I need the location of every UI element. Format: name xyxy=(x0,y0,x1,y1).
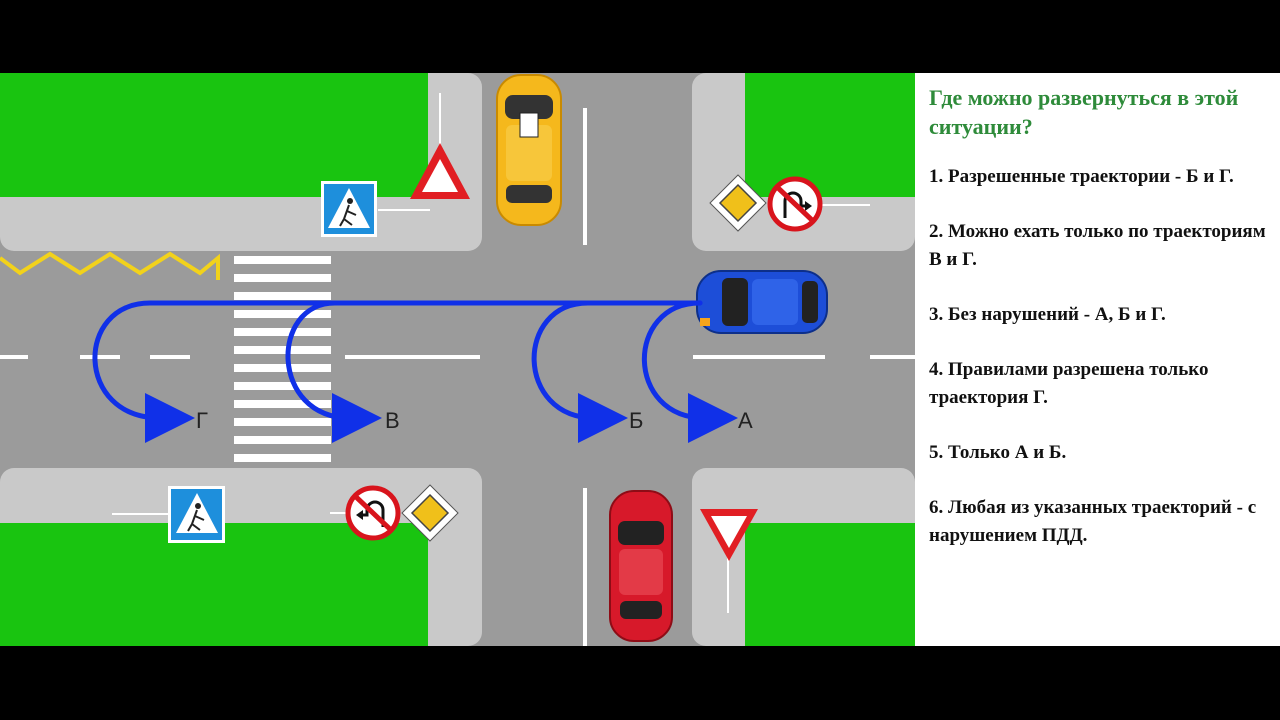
crosswalk xyxy=(234,256,331,462)
intersection-scene: Г В Б А xyxy=(0,73,915,646)
answer-option-2[interactable]: 2. Можно ехать только по траекториям В и… xyxy=(929,221,1266,270)
no-u-turn-sign xyxy=(767,176,823,232)
priority-road-sign xyxy=(401,484,459,542)
blue-car xyxy=(696,270,828,334)
grass-top-left xyxy=(0,73,428,197)
label-a: А xyxy=(738,408,753,433)
pedestrian-crossing-sign xyxy=(168,486,225,543)
trajectory-v xyxy=(285,300,382,443)
zigzag-marking xyxy=(0,251,220,280)
answer-option-3[interactable]: 3. Без нарушений - А, Б и Г. xyxy=(929,304,1166,325)
priority-road-sign xyxy=(709,174,767,232)
label-v: В xyxy=(385,408,400,433)
answer-option-6[interactable]: 6. Любая из указанных траекторий - с нар… xyxy=(929,497,1257,546)
pedestrian-crossing-sign xyxy=(321,181,377,237)
answer-option-5[interactable]: 5. Только А и Б. xyxy=(929,442,1067,463)
grass-top-right xyxy=(745,73,915,197)
answer-option-4[interactable]: 4. Правилами разрешена только траектория… xyxy=(929,359,1209,408)
trajectory-b xyxy=(531,300,628,443)
yield-sign xyxy=(410,143,470,199)
answer-option-1[interactable]: 1. Разрешенные траектории - Б и Г. xyxy=(929,166,1234,187)
label-g: Г xyxy=(196,408,208,433)
lane-markings xyxy=(0,108,915,646)
grass-bottom-left xyxy=(0,523,428,646)
trajectory-a xyxy=(641,300,738,443)
trajectories xyxy=(92,300,738,443)
grass-bottom-right xyxy=(745,523,915,646)
question-panel: Где можно развернуться в этой ситуации? … xyxy=(915,73,1280,646)
label-b: Б xyxy=(629,408,643,433)
question-title: Где можно развернуться в этой ситуации? xyxy=(929,85,1239,139)
taxi-car xyxy=(496,74,562,226)
yield-sign xyxy=(700,509,758,561)
trajectory-g xyxy=(92,300,195,443)
no-u-turn-sign xyxy=(345,485,401,541)
red-car xyxy=(609,490,673,642)
